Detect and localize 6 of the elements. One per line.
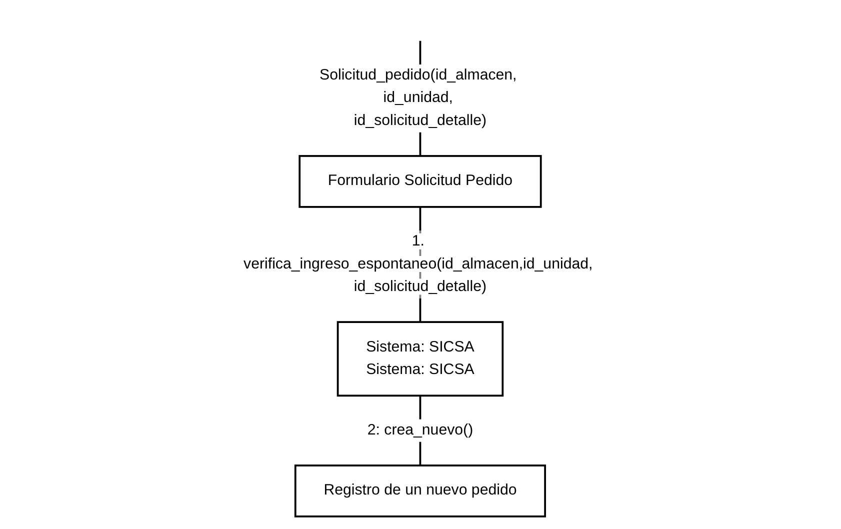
edge-label: 1. verifica_ingreso_espontaneo(id_almacen,id_unidad, id_solicitud_detalle) xyxy=(244,233,593,295)
edge-label: 2: crea_nuevo() xyxy=(368,422,474,438)
edge-label: Solicitud_pedido(id_almacen, id_unidad, id_solicitud_detalle) xyxy=(320,67,518,129)
node-box: Formulario Solicitud Pedido xyxy=(298,155,542,208)
node-box: Sistema: SICSA Sistema: SICSA xyxy=(337,321,504,397)
node-box: Registro de un nuevo pedido xyxy=(294,464,546,518)
